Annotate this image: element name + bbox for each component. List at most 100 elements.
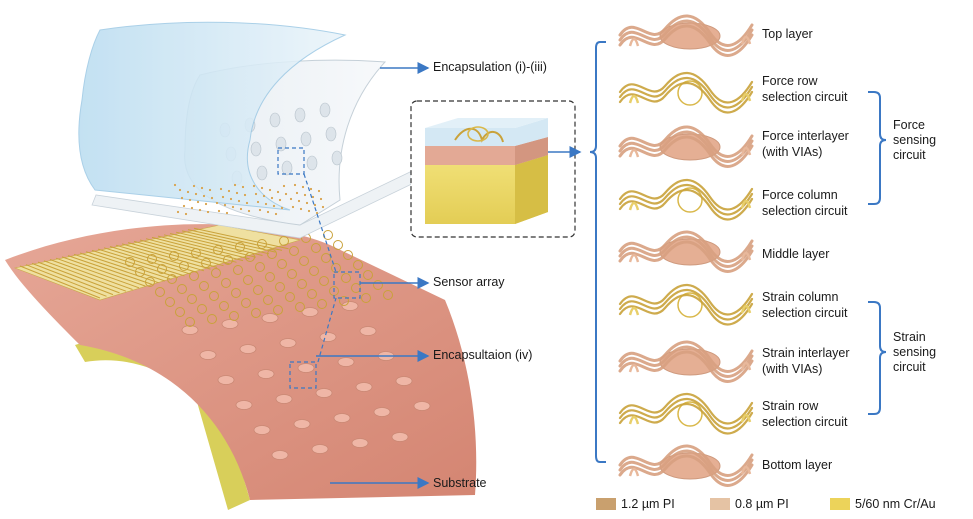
label-force-row-1: Force row — [762, 74, 818, 88]
legend-swatch-pi-thick — [596, 498, 616, 510]
sensor-node — [241, 298, 251, 308]
label-substrate: Substrate — [433, 476, 487, 490]
label-top-layer: Top layer — [762, 27, 813, 41]
sensor-node — [277, 259, 287, 269]
layer-thumb — [618, 71, 754, 114]
sensor-node — [199, 281, 209, 291]
sensor-node — [273, 305, 283, 315]
legend-label-pi-thick: 1.2 µm PI — [621, 497, 675, 511]
label-strain-row-1: Strain row — [762, 399, 819, 413]
sensor-node — [253, 285, 263, 295]
inset-cube — [425, 118, 548, 224]
sensor-node — [361, 293, 371, 303]
sensor-node — [223, 255, 233, 265]
sensor-node — [219, 301, 229, 311]
sensor-node — [339, 296, 349, 306]
sensor-node — [231, 288, 241, 298]
sensor-node — [311, 243, 321, 253]
legend-swatch-cr-au — [830, 498, 850, 510]
sensor-node — [353, 260, 363, 270]
layer-thumb — [618, 178, 754, 221]
sensor-node — [373, 280, 383, 290]
sensor-node — [175, 307, 185, 317]
sensor-node — [187, 294, 197, 304]
layer-thumb — [618, 392, 754, 435]
sensor-node — [169, 251, 179, 261]
label-force-inter-1: Force interlayer — [762, 129, 849, 143]
sensor-node — [157, 264, 167, 274]
sensor-node — [233, 265, 243, 275]
sensor-node — [321, 253, 331, 263]
layer-thumb — [618, 340, 754, 383]
label-force-col-2: selection circuit — [762, 204, 848, 218]
sensor-node — [323, 230, 333, 240]
label-strain-row-2: selection circuit — [762, 415, 848, 429]
sensor-node — [275, 282, 285, 292]
layer-thumb — [618, 125, 754, 168]
sensor-node — [209, 291, 219, 301]
sensor-node — [309, 266, 319, 276]
label-strain-col-2: selection circuit — [762, 306, 848, 320]
sensor-node — [319, 276, 329, 286]
sensor-node — [243, 275, 253, 285]
group-force-1: Force — [893, 118, 925, 132]
zoom-box-encapsulation-iv — [289, 361, 317, 389]
legend-swatch-pi-thin — [710, 498, 730, 510]
legend-label-pi-thin: 0.8 µm PI — [735, 497, 789, 511]
label-force-inter-2: (with VIAs) — [762, 145, 823, 159]
sensor-node — [295, 302, 305, 312]
sensor-node — [155, 287, 165, 297]
sensor-node — [289, 246, 299, 256]
sensor-node — [135, 267, 145, 277]
sensor-node — [343, 250, 353, 260]
sensor-node — [201, 258, 211, 268]
sensor-node — [363, 270, 373, 280]
group-strain-2: sensing — [893, 345, 937, 359]
sensor-node — [177, 284, 187, 294]
sensor-node — [299, 256, 309, 266]
sensor-node — [213, 245, 223, 255]
sensor-node — [333, 240, 343, 250]
sensor-node — [267, 249, 277, 259]
sensor-node — [189, 271, 199, 281]
layer-thumb — [618, 283, 754, 326]
label-force-col-1: Force column — [762, 188, 838, 202]
sensor-node — [297, 279, 307, 289]
label-encapsulation-iv: Encapsultaion (iv) — [433, 348, 533, 362]
sensor-node — [211, 268, 221, 278]
force-bracket — [868, 91, 887, 205]
layer-thumb — [618, 444, 754, 487]
label-bottom-layer: Bottom layer — [762, 458, 833, 472]
label-middle-layer: Middle layer — [762, 247, 830, 261]
sensor-node — [257, 239, 267, 249]
sensor-node — [307, 289, 317, 299]
encapsulation-drawing — [78, 21, 421, 239]
sensor-node — [251, 308, 261, 318]
sensor-node — [263, 295, 273, 305]
sensor-node — [287, 269, 297, 279]
sensor-node — [245, 252, 255, 262]
encapsulation-iv-bumps — [181, 301, 431, 460]
label-sensor-array: Sensor array — [433, 275, 505, 289]
label-encapsulation: Encapsulation (i)-(iii) — [433, 60, 547, 74]
sensor-node — [147, 254, 157, 264]
sensor-node — [265, 272, 275, 282]
group-force-2: sensing — [893, 133, 937, 147]
sensor-node — [229, 311, 239, 321]
sensor-node — [279, 236, 289, 246]
sensor-node — [341, 273, 351, 283]
sensor-node — [197, 304, 207, 314]
group-strain-1: Strain — [893, 330, 926, 344]
sensor-node — [255, 262, 265, 272]
sensor-node — [317, 299, 327, 309]
sensor-node — [179, 261, 189, 271]
layer-thumb — [618, 230, 754, 273]
strain-bracket — [868, 301, 887, 415]
zoom-connector — [303, 173, 337, 363]
layer-thumb — [618, 14, 754, 57]
zoom-box-sensor — [333, 271, 361, 299]
sensor-node — [165, 297, 175, 307]
sensor-node — [185, 317, 195, 327]
sensor-array-drawing — [13, 224, 393, 327]
sensor-node — [125, 257, 135, 267]
